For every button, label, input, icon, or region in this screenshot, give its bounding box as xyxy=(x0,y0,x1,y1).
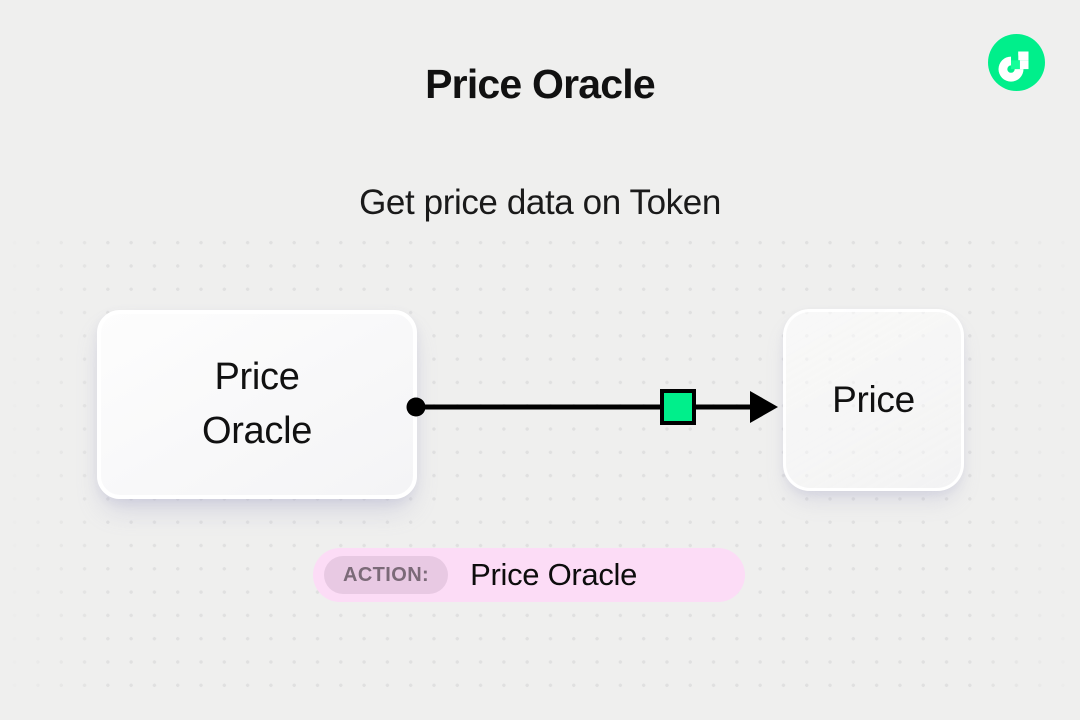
node-price-label: Price xyxy=(832,378,915,420)
node-label-line-1: Price xyxy=(214,355,300,398)
edge-marker-square[interactable] xyxy=(660,389,696,425)
flow-logo xyxy=(988,34,1045,91)
edge-connector[interactable] xyxy=(390,375,800,439)
node-price-oracle[interactable]: Price Oracle xyxy=(97,310,417,499)
page-subtitle: Get price data on Token xyxy=(359,183,721,222)
action-tag-badge: ACTION: xyxy=(324,556,449,594)
page-title: Price Oracle xyxy=(425,61,656,107)
node-price[interactable]: Price xyxy=(783,309,964,491)
edge-arrowhead-icon xyxy=(750,391,778,423)
node-price-oracle-label: Price Oracle xyxy=(202,351,312,459)
action-bar[interactable]: ACTION: Price Oracle xyxy=(313,548,745,602)
action-value-label: Price Oracle xyxy=(470,557,638,592)
node-label-line-2: Oracle xyxy=(201,409,313,452)
